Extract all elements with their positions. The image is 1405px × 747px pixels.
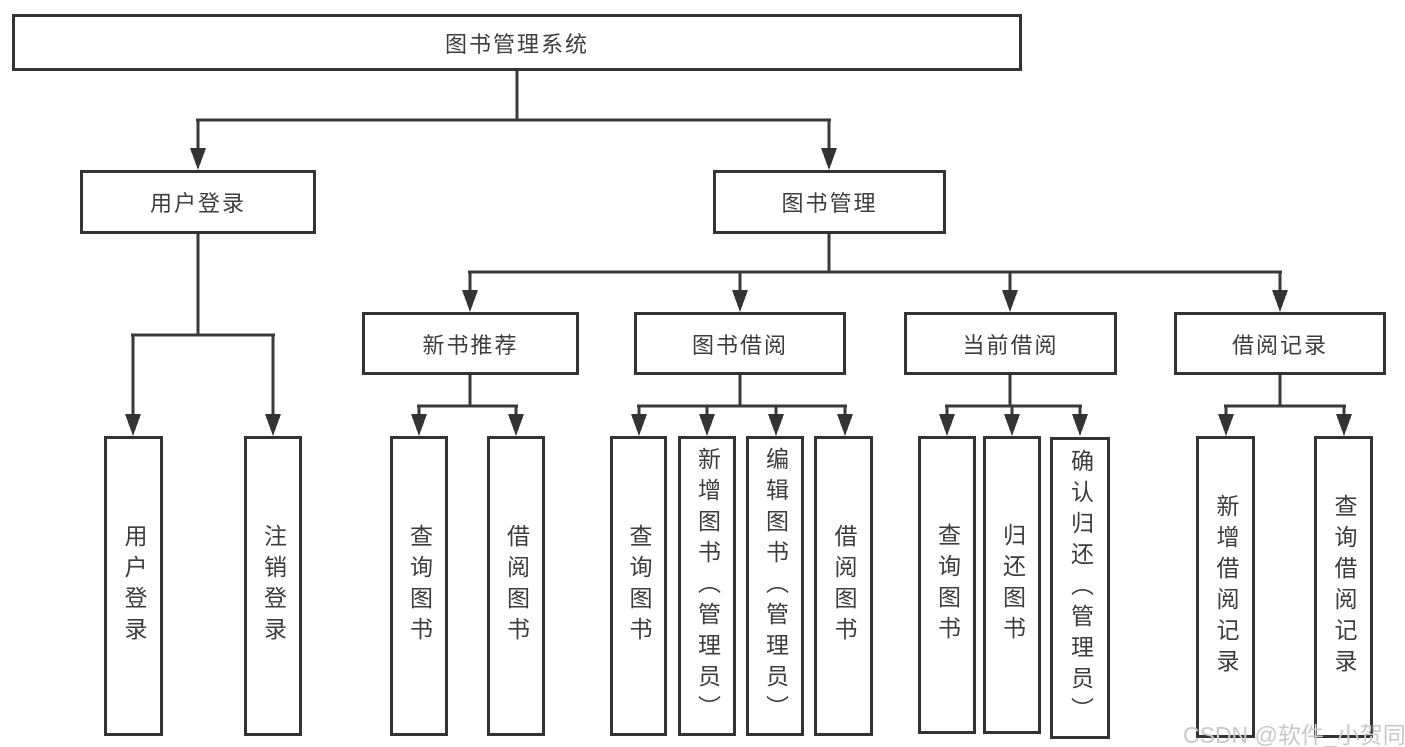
leaf-user-login-label: 用户登录 xyxy=(121,524,147,648)
node-book-borrow: 图书借阅 xyxy=(634,312,846,375)
leaf-borrow-books-2-label: 借阅图书 xyxy=(831,524,857,648)
leaf-add-borrow-record: 新增借阅记录 xyxy=(1196,436,1255,738)
node-book-borrow-label: 图书借阅 xyxy=(691,332,788,358)
node-user-login-label: 用户登录 xyxy=(149,191,246,216)
node-book-management-label: 图书管理 xyxy=(781,191,878,216)
leaf-logout-label: 注销登录 xyxy=(260,524,287,648)
leaf-edit-books-admin-label: 编辑图书（管理员） xyxy=(762,446,789,726)
node-borrow-records: 借阅记录 xyxy=(1174,312,1386,375)
leaf-add-borrow-record-label: 新增借阅记录 xyxy=(1213,494,1239,680)
leaf-query-borrow-record-label: 查询借阅记录 xyxy=(1331,494,1357,680)
node-new-book-recommend-label: 新书推荐 xyxy=(422,332,519,358)
leaf-query-books-2: 查询图书 xyxy=(610,436,667,736)
leaf-query-books-3-label: 查询图书 xyxy=(934,523,961,647)
leaf-query-books-3: 查询图书 xyxy=(918,436,976,734)
leaf-return-books-label: 归还图书 xyxy=(999,523,1026,647)
leaf-query-borrow-record: 查询借阅记录 xyxy=(1314,436,1373,738)
leaf-query-books-2-label: 查询图书 xyxy=(626,524,652,648)
leaf-add-books-admin-label: 新增图书（管理员） xyxy=(694,446,721,726)
leaf-query-books-1: 查询图书 xyxy=(390,436,448,736)
leaf-return-books: 归还图书 xyxy=(983,436,1041,734)
leaf-confirm-return-admin: 确认归还（管理员） xyxy=(1050,437,1110,739)
leaf-user-login: 用户登录 xyxy=(104,436,163,736)
leaf-add-books-admin: 新增图书（管理员） xyxy=(678,436,736,736)
node-book-management: 图书管理 xyxy=(713,170,946,234)
leaf-query-books-1-label: 查询图书 xyxy=(406,524,433,648)
leaf-borrow-books-1-label: 借阅图书 xyxy=(503,524,530,648)
leaf-borrow-books-1: 借阅图书 xyxy=(487,436,545,736)
leaf-edit-books-admin: 编辑图书（管理员） xyxy=(746,436,804,736)
node-user-login: 用户登录 xyxy=(80,170,316,234)
node-current-borrow: 当前借阅 xyxy=(904,312,1117,375)
node-current-borrow-label: 当前借阅 xyxy=(962,332,1059,358)
csdn-watermark: CSDN @软件_小贺同学 xyxy=(1183,722,1405,747)
node-root: 图书管理系统 xyxy=(12,14,1022,71)
node-borrow-records-label: 借阅记录 xyxy=(1231,332,1328,358)
node-root-label: 图书管理系统 xyxy=(444,31,589,57)
node-new-book-recommend: 新书推荐 xyxy=(362,312,579,375)
leaf-confirm-return-admin-label: 确认归还（管理员） xyxy=(1067,448,1094,728)
leaf-borrow-books-2: 借阅图书 xyxy=(814,436,873,736)
leaf-logout: 注销登录 xyxy=(244,436,302,736)
